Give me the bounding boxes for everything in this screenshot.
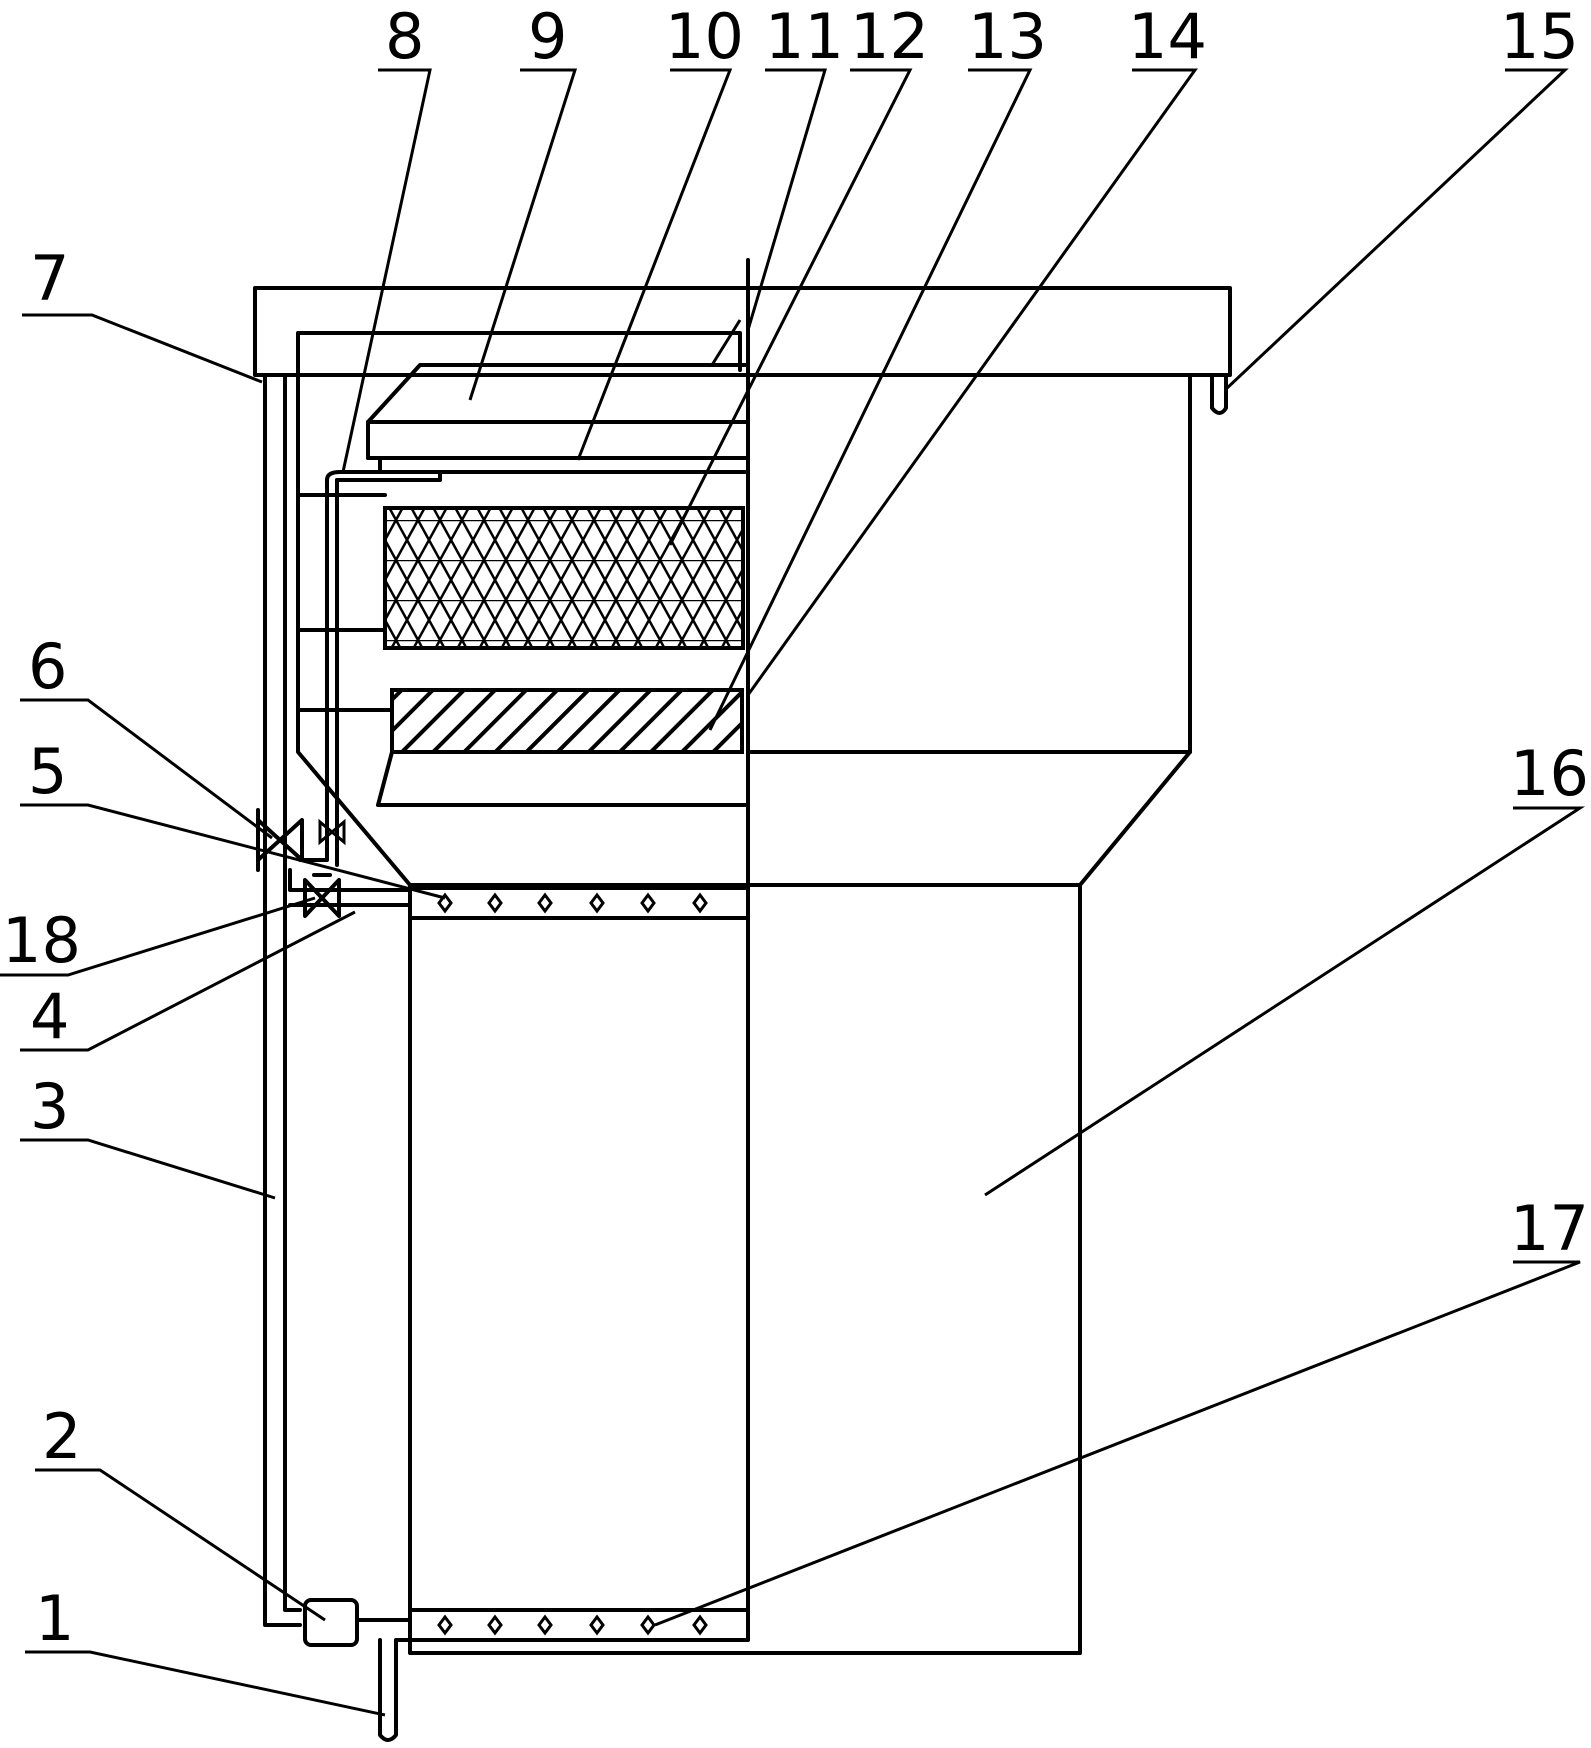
label-15: 15 — [1500, 0, 1579, 73]
pipe-link-top — [288, 868, 412, 892]
valve-small-body[interactable] — [318, 818, 346, 846]
reference-labels: 7 8 9 10 11 12 13 14 15 6 5 16 18 4 3 17… — [2, 0, 1589, 1655]
label-7: 7 — [30, 242, 69, 315]
leader-16 — [984, 806, 1586, 1197]
media-layer — [298, 688, 750, 807]
leader-1 — [25, 1650, 386, 1717]
media-block — [390, 688, 744, 754]
leader-14 — [746, 68, 1198, 696]
label-8: 8 — [385, 0, 424, 73]
leader-11 — [746, 68, 828, 331]
label-3: 3 — [30, 1070, 69, 1143]
leader-9 — [468, 68, 578, 401]
lower-distributor — [408, 1608, 750, 1642]
chamber-tray — [378, 456, 750, 474]
label-14: 14 — [1128, 0, 1207, 73]
label-12: 12 — [850, 0, 929, 73]
leader-3 — [20, 1138, 276, 1200]
label-16: 16 — [1510, 737, 1589, 810]
leader-5 — [20, 803, 446, 900]
lower-tank — [408, 258, 1082, 1655]
leader-15 — [1223, 68, 1569, 392]
cover-hook — [1210, 373, 1228, 415]
leader-8 — [341, 68, 432, 473]
label-13: 13 — [968, 0, 1047, 73]
spray-pipe-head — [325, 470, 442, 482]
lower-nozzles — [437, 1614, 708, 1636]
upper-distributor-pipe — [408, 886, 750, 920]
label-5: 5 — [28, 735, 67, 808]
media-drip-tray — [376, 750, 750, 807]
upper-distributor — [408, 886, 750, 920]
packing-block — [383, 506, 745, 650]
label-4: 4 — [30, 980, 69, 1053]
label-6: 6 — [28, 630, 67, 703]
top-cover — [253, 286, 1232, 415]
leader-lines — [0, 68, 1586, 1717]
leader-4 — [20, 910, 356, 1052]
leader-13 — [708, 68, 1033, 731]
cover-plate — [253, 286, 1232, 377]
vent-stem — [710, 319, 742, 366]
upper-right-wall — [1078, 373, 1192, 887]
drain-pipe[interactable] — [378, 1638, 412, 1742]
label-11: 11 — [765, 0, 844, 73]
leader-10 — [576, 68, 733, 461]
valve-18[interactable] — [303, 873, 341, 918]
upper-left-wall — [296, 373, 412, 887]
label-9: 9 — [528, 0, 567, 73]
inner-chamber — [366, 319, 750, 474]
cover-inner-frame — [296, 331, 742, 377]
pump-body[interactable] — [303, 1598, 359, 1647]
packing-layer — [298, 493, 745, 650]
label-1: 1 — [35, 1582, 74, 1655]
spray-pipe-down — [298, 478, 329, 862]
leader-7 — [22, 313, 263, 384]
leader-6 — [20, 698, 273, 840]
pipe-inner — [283, 373, 302, 1612]
lower-tank-outline — [408, 883, 1082, 1655]
pipe-outer — [263, 373, 302, 1627]
valve-small[interactable] — [318, 818, 346, 846]
label-18: 18 — [2, 904, 81, 977]
leader-12 — [668, 68, 913, 546]
pump[interactable] — [303, 1598, 412, 1647]
label-2: 2 — [42, 1400, 81, 1473]
label-10: 10 — [665, 0, 744, 73]
chamber-roof — [366, 363, 750, 424]
leader-18 — [0, 896, 316, 977]
pipework — [263, 373, 442, 1627]
label-17: 17 — [1510, 1192, 1589, 1265]
lower-distributor-pipe — [408, 1608, 750, 1642]
valve-6[interactable] — [256, 808, 304, 872]
leader-17 — [654, 1260, 1581, 1627]
drain[interactable] — [378, 1638, 412, 1742]
leader-2 — [35, 1468, 326, 1622]
upper-nozzles — [437, 892, 708, 914]
valve-18-body[interactable] — [303, 878, 341, 918]
